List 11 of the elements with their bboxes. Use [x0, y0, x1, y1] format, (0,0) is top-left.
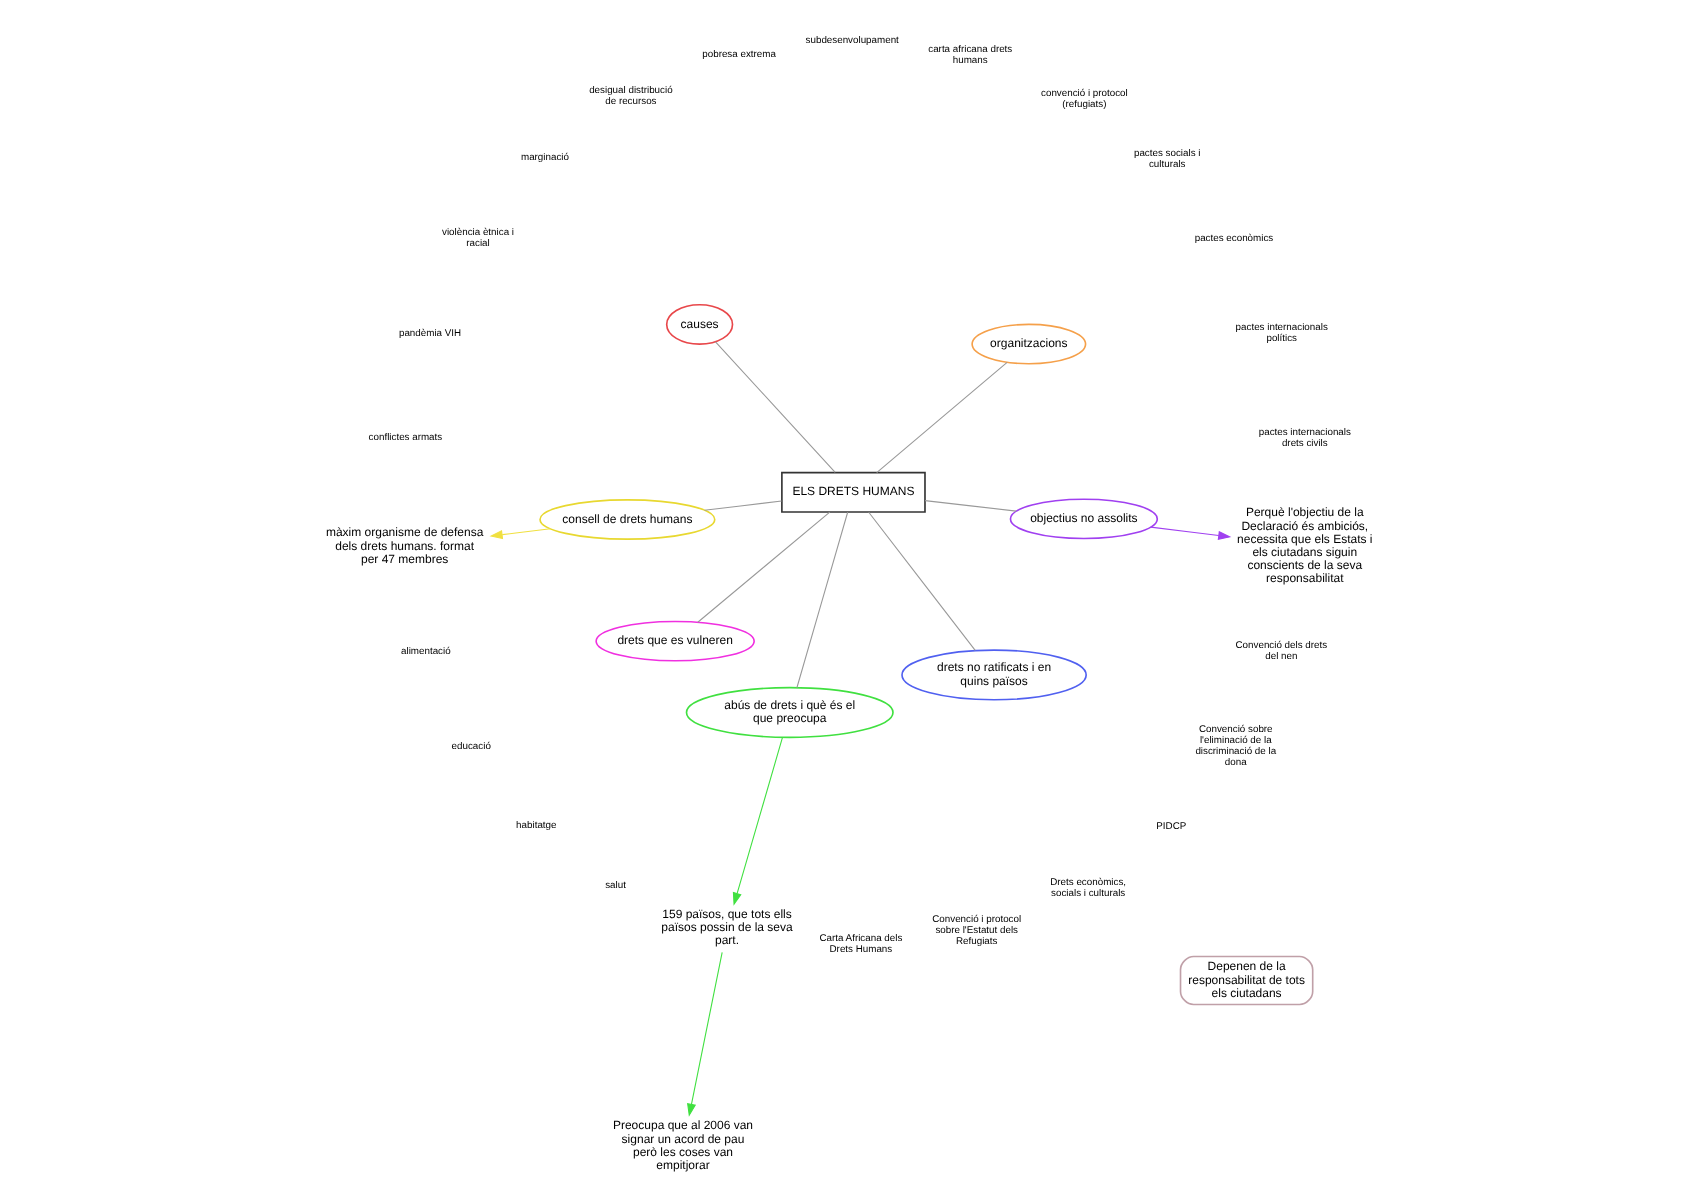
connector [713, 341, 835, 473]
connector [875, 361, 1007, 474]
arrow [488, 528, 550, 540]
connector [867, 511, 975, 651]
arrow [731, 736, 783, 906]
connector [702, 500, 782, 511]
connector [923, 500, 1016, 512]
connector [795, 511, 848, 689]
arrow [1149, 526, 1231, 541]
arrow [686, 951, 722, 1117]
connector [696, 511, 830, 623]
